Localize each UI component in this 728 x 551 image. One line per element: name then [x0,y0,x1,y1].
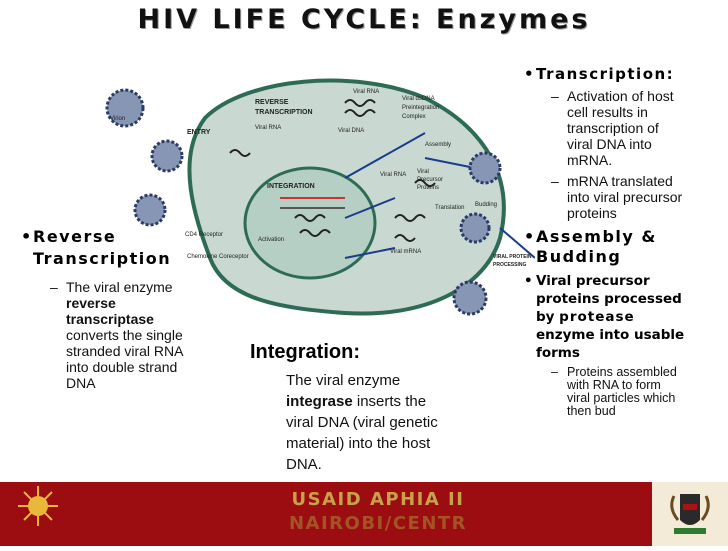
label-rt-1: REVERSE [255,99,289,106]
bullet-dot: • [524,273,533,289]
label-viral-rna-2: Viral RNA [353,89,379,95]
assembly-sub-line-4: then bud [567,404,616,418]
tr-1-line-2: cell results in [567,104,648,120]
reverse-transcription-heading: • Reverse [21,227,117,246]
footer-line-2: NAIROBI/CENTR [288,513,468,534]
transcription-item-1: – Activation of host cell results in tra… [551,88,722,168]
hiv-life-cycle-diagram: Virion ENTRY CD4 Receptor Chemokine Core… [105,78,535,316]
virion-6 [452,280,488,316]
label-entry: ENTRY [187,129,211,136]
label-pic-1: Viral dsDNA [402,96,435,102]
bullet-dot: • [524,65,536,83]
label-precursor-3: Proteins [417,185,439,191]
tr-1-line-3: transcription of [567,120,659,136]
label-integration: INTEGRATION [267,183,315,190]
integration-line-5: DNA. [286,456,322,473]
dash-marker: – [50,279,58,295]
rt-sub-text: – The viral enzyme reverse transcriptase… [50,279,246,391]
integration-body: The viral enzyme integrase inserts the v… [286,370,496,475]
rt-line-5: stranded viral RNA [66,343,184,359]
rt-line-6: into double strand [66,359,178,375]
dash-marker: – [551,173,559,189]
tr-1-line-4: viral DNA into [567,136,652,152]
footer-line-1: USAID APHIA II [291,489,465,510]
transcription-heading-text: Transcription: [536,65,675,83]
label-viral-rna-3: Viral RNA [380,172,406,178]
label-viral-dna: Viral DNA [338,128,364,134]
tr-1-line-1: Activation of host [567,88,674,104]
virion-5 [459,212,491,244]
label-cd4: CD4 Receptor [185,232,223,238]
precursor-line-3: by protease [536,309,635,325]
label-budding: Budding [475,202,497,208]
label-mrna: Viral mRNA [390,249,421,255]
integration-line-1: The viral enzyme [286,372,401,389]
precursor-line-4: enzyme into usable [536,327,685,343]
assembly-sub: – Proteins assembled with RNA to form vi… [551,365,722,418]
label-rt-2: TRANSCRIPTION [255,109,313,116]
tr-2-line-2: into viral precursor [567,189,683,205]
integration-line-2: integrase inserts the [286,391,496,412]
transcription-item-2: – mRNA translated into viral precursor p… [551,173,722,221]
dash-marker: – [551,365,558,379]
label-chemokine: Chemokine Coreceptor [187,254,249,260]
gold-star-icon [18,486,58,526]
rt-heading-line-2: Transcription [33,249,172,268]
label-virion: Virion [110,116,125,122]
label-pic-3: Complex [402,114,426,120]
precursor-bullet: • Viral precursor proteins processed by … [524,272,685,362]
tr-1-line-5: mRNA. [567,152,613,168]
rt-line-2: reverse [66,295,116,311]
dash-marker: – [551,88,559,104]
virion-1 [105,88,145,128]
tr-2-line-3: proteins [567,205,617,221]
integration-heading: Integration: [250,341,360,363]
label-precursor-2: Precursor [417,177,443,183]
nucleus [243,166,377,280]
virion-2 [150,139,184,173]
kenya-coat-of-arms-logo [652,482,728,546]
footer-bar [0,482,728,546]
integration-line-2-rest: inserts the [352,393,427,410]
assembly-heading-l1: Assembly & [536,227,657,246]
integrase-emph: integrase [286,393,353,410]
gold-star-network-logo [0,482,76,546]
label-pic-2: Preintegration [402,105,439,111]
integration-line-4: material) into the host [286,435,431,452]
assembly-sub-line-3: viral particles which [567,391,676,405]
assembly-heading: • Assembly & [524,227,657,246]
slide-title: HIV LIFE CYCLE: Enzymes [137,4,591,35]
label-vpp-2: PROCESSING [493,262,526,268]
label-precursor-1: Viral [417,169,429,175]
rt-line-3: transcriptase [66,311,154,327]
footer-text: USAID APHIA II NAIROBI/CENTR [258,488,498,536]
precursor-line-1: Viral precursor [536,273,650,289]
label-vpp-1: VIRAL PROTEIN [493,254,532,260]
precursor-line-2: proteins processed [536,291,682,307]
assembly-heading-l2-wrap: Budding [536,248,621,266]
assembly-sub-line-2: with RNA to form [567,378,661,392]
tr-2-line-1: mRNA translated [567,173,673,189]
virion-4 [468,151,502,185]
rt-line-7: DNA [66,375,96,391]
label-translation: Translation [435,205,464,211]
integration-line-3: viral DNA (viral genetic [286,414,438,431]
rt-heading-line-2-wrap: Transcription [33,250,171,268]
rt-line-4: converts the single [66,327,183,343]
transcription-heading: • Transcription: [524,65,675,83]
coat-of-arms-icon [670,494,710,534]
protease-emph: protease [559,309,635,325]
precursor-line-5: forms [536,345,580,361]
assembly-sub-line-1: Proteins assembled [567,365,677,379]
bullet-dot: • [524,227,536,246]
label-assembly: Assembly [425,142,451,148]
assembly-heading-l2: Budding [536,247,622,266]
label-activation: Activation [258,237,284,243]
label-viral-rna: Viral RNA [255,125,281,131]
rt-heading-line-1: Reverse [33,227,117,246]
rt-line-1: The viral enzyme [66,279,173,295]
virion-3 [133,193,167,227]
bullet-dot: • [21,227,33,246]
